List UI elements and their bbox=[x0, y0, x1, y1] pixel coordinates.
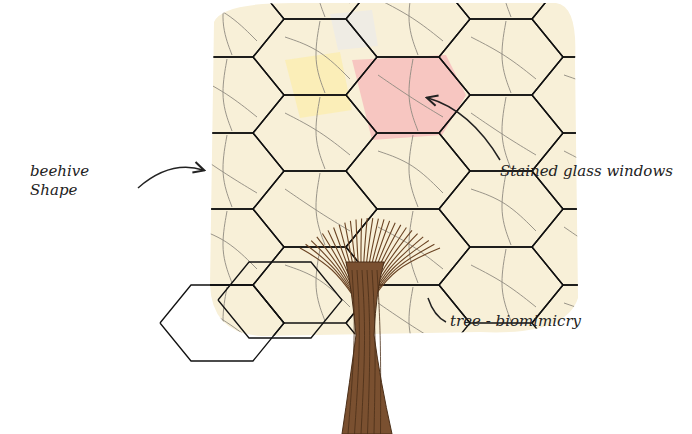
glass-crack bbox=[502, 173, 511, 245]
glass-crack bbox=[192, 227, 257, 269]
glass-crack bbox=[223, 0, 232, 55]
hexagon-frame bbox=[346, 0, 470, 57]
hexagon-frame bbox=[253, 171, 377, 247]
annotation-label: Stained glass windows bbox=[500, 162, 685, 181]
leader-line bbox=[428, 98, 500, 160]
glass-crack bbox=[378, 0, 443, 41]
glass-crack bbox=[595, 287, 604, 359]
glass-crack bbox=[471, 0, 536, 3]
hexagon-frame bbox=[160, 285, 284, 361]
glass-crack bbox=[192, 303, 257, 345]
annotation-label: tree - biomimicry bbox=[450, 312, 650, 331]
glass-crack bbox=[595, 211, 604, 283]
glass-crack bbox=[316, 249, 325, 321]
hexagon-frame bbox=[160, 133, 284, 209]
glass-crack bbox=[409, 135, 418, 207]
glass-crack bbox=[471, 189, 536, 231]
glass-crack bbox=[285, 0, 350, 3]
grey-glass bbox=[330, 10, 378, 50]
hexagon-frame bbox=[160, 57, 284, 133]
glass-crack bbox=[502, 97, 511, 169]
bark-line bbox=[355, 270, 360, 434]
bark-line bbox=[348, 270, 354, 434]
glass-crack bbox=[378, 151, 443, 193]
tree-branch bbox=[372, 248, 440, 300]
glass-crack bbox=[564, 0, 629, 41]
glass-crack bbox=[502, 0, 511, 17]
hexagon-frame bbox=[253, 19, 377, 95]
glass-crack bbox=[595, 0, 604, 55]
bark-line bbox=[377, 270, 381, 434]
glass-crack bbox=[316, 173, 325, 245]
hexagon-frame bbox=[439, 171, 563, 247]
glass-crack bbox=[285, 265, 350, 307]
glass-crack bbox=[192, 75, 257, 117]
hexagon-frame bbox=[160, 209, 284, 285]
glass-crack bbox=[471, 37, 536, 79]
glass-crack bbox=[409, 0, 418, 55]
glass-crack bbox=[223, 211, 232, 283]
hexagon-frame bbox=[439, 247, 563, 323]
hexagon-frame bbox=[160, 0, 284, 57]
hexagon-frame bbox=[253, 95, 377, 171]
hexagon-frame bbox=[439, 19, 563, 95]
glass-crack bbox=[409, 59, 418, 131]
leader-line bbox=[138, 167, 203, 188]
glass-crack bbox=[409, 287, 418, 359]
hexagon-frame bbox=[439, 95, 563, 171]
glass-crack bbox=[285, 189, 350, 231]
glass-crack bbox=[502, 249, 511, 321]
hexagon-frame bbox=[532, 57, 656, 133]
glass-crack bbox=[192, 151, 257, 193]
glass-crack bbox=[564, 75, 629, 117]
leader-line bbox=[428, 298, 446, 322]
glass-crack bbox=[285, 37, 350, 79]
glass-crack bbox=[409, 211, 418, 283]
hexagon-frame bbox=[253, 0, 377, 19]
glass-crack bbox=[316, 97, 325, 169]
bark-line bbox=[372, 270, 375, 434]
hexagon-frame bbox=[532, 209, 656, 285]
glass-crack bbox=[316, 0, 325, 17]
hexagon-frame bbox=[346, 133, 470, 209]
tree-trunk bbox=[342, 262, 392, 434]
glass-crack bbox=[471, 265, 536, 307]
hexagon-frame bbox=[218, 262, 342, 338]
glass-crack bbox=[223, 287, 232, 359]
glass-crack bbox=[316, 21, 325, 93]
bark-line bbox=[367, 270, 370, 434]
glass-crack bbox=[564, 227, 629, 269]
annotation-label: beehive Shape bbox=[30, 162, 130, 200]
bark-line bbox=[361, 270, 365, 434]
glass-crack bbox=[285, 113, 350, 155]
hexagon-frame bbox=[439, 0, 563, 19]
glass-crack bbox=[223, 135, 232, 207]
glass-crack bbox=[192, 0, 257, 41]
glass-crack bbox=[378, 75, 443, 117]
glass-crack bbox=[502, 21, 511, 93]
hexagon-frame bbox=[532, 0, 656, 57]
glass-crack bbox=[223, 59, 232, 131]
hexagon-frame bbox=[160, 285, 284, 361]
hexagon-frame bbox=[346, 57, 470, 133]
glass-crack bbox=[595, 59, 604, 131]
